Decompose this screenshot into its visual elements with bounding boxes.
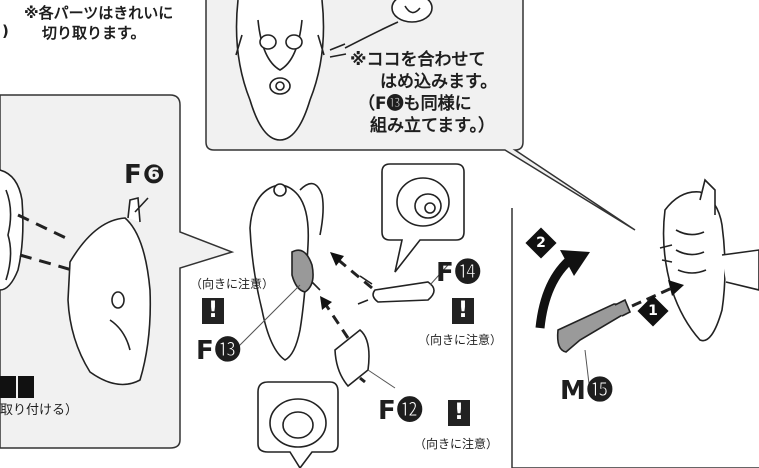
curved-step-arrow: [535, 254, 575, 329]
f14-part-drawing: [357, 163, 465, 305]
cut-parts-note-line2: 切り取ります。: [42, 24, 146, 42]
right-step-panel: [511, 208, 759, 468]
fit-note-line3: （F⓭も同様に: [358, 94, 472, 114]
caution-label-left: （向きに注意）: [190, 277, 275, 291]
arrow-heads: [320, 252, 344, 310]
left-box-drawing: [0, 169, 152, 386]
fit-note-line1: ※ココを合わせて: [350, 50, 486, 70]
part-label-f14: F⓮: [436, 258, 482, 288]
part-label-f6: F❻: [124, 160, 166, 190]
top-part-drawing: [235, 0, 433, 141]
part-label-f12: F⓬: [378, 396, 424, 426]
exclamation-icon: !: [448, 400, 470, 426]
attach-fragment-text: 取り付ける）: [0, 403, 79, 418]
step-1-number: 1: [648, 303, 658, 319]
attach-icon-right: [18, 376, 34, 398]
fit-note-line2: はめ込みます。: [380, 72, 498, 92]
leader-lines: [234, 264, 591, 393]
step-2-number: 2: [536, 235, 546, 251]
exclamation-icon: !: [202, 298, 224, 324]
f12-part-drawing: [257, 328, 370, 468]
fit-note-line4: 組み立てます。）: [370, 116, 495, 136]
left-paren-fragment: ): [2, 22, 9, 40]
attach-icon-left: [0, 376, 16, 398]
right-step-drawing: [556, 178, 759, 353]
exclamation-icon: !: [452, 298, 474, 324]
center-assembly-drawing: [249, 182, 324, 361]
caution-label-right-middle: （向きに注意）: [418, 333, 503, 347]
caution-label-right-bottom: （向きに注意）: [414, 437, 499, 451]
part-label-m15: M⓯: [560, 376, 614, 406]
dashed-arrows: [322, 256, 373, 384]
cut-parts-note-line1: ※各パーツはきれいに: [24, 4, 174, 22]
part-label-f13: F⓭: [196, 336, 242, 366]
